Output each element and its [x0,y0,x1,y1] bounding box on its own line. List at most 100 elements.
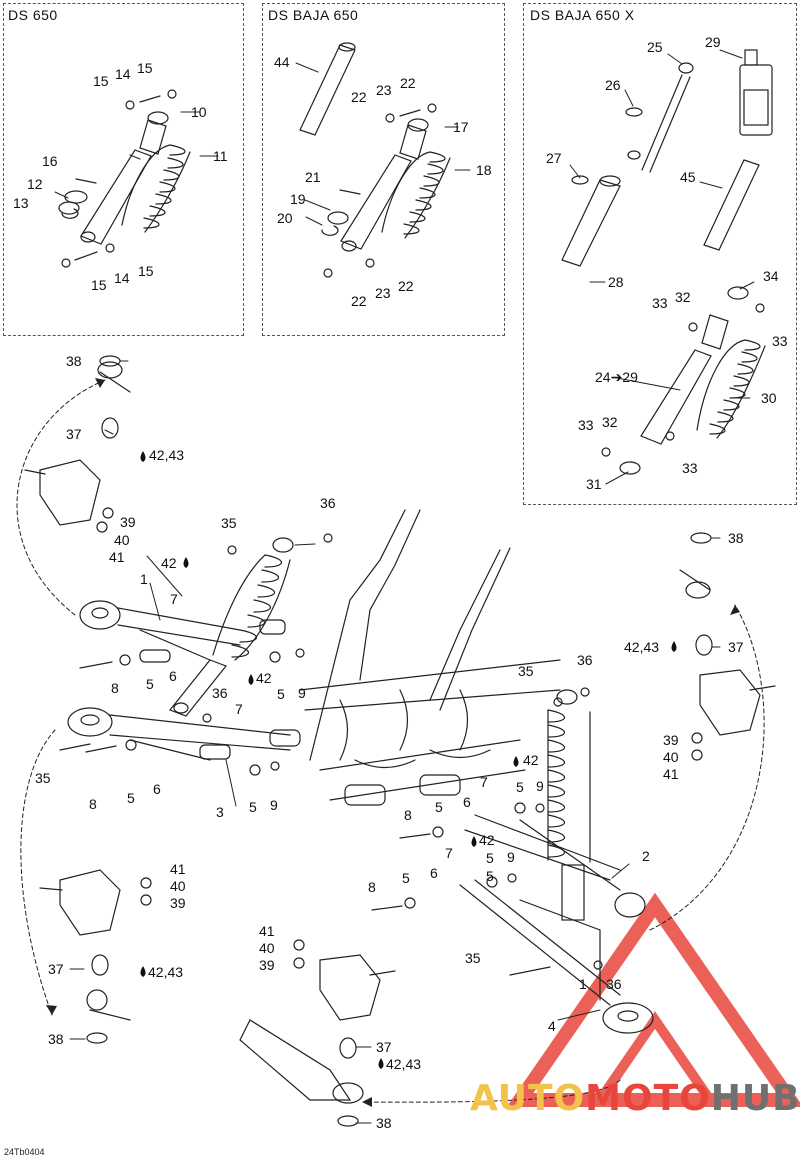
callout-label: 42,43 [386,1056,422,1072]
callout-label: 6 [463,794,471,810]
callout-label: 14 [114,270,130,286]
vehicle-frame [299,509,561,806]
callout-label: 42,43 [149,447,185,463]
callout-label: 28 [608,274,624,290]
bajax-oil-bottle-29 [739,49,773,136]
callout-label: 41 [259,923,275,939]
callout-label: 7 [480,774,488,790]
ds650-bushing-12 [58,201,80,215]
callout-label: 39 [170,895,186,911]
callout-label: 36 [212,685,228,701]
callout-label: 7 [445,845,453,861]
watermark-part2: MOTO [585,1078,711,1119]
callout-label: 7 [170,591,178,607]
callout-label: 41 [170,861,186,877]
panel-title-ds-baja-650-x: DS BAJA 650 X [530,7,635,23]
callout-label: 41 [109,549,125,565]
callout-label: 35 [518,663,534,679]
arrow-heads [46,378,740,1107]
callout-label: 1 [579,976,587,992]
callout-label: 11 [213,148,228,164]
callout-label: 26 [605,77,621,93]
callout-label: 30 [761,390,777,406]
assembly-arrows [16,379,765,1103]
callout-label: 14 [115,66,131,82]
callout-label: 18 [476,162,492,178]
callout-label: 6 [430,865,438,881]
bajax-cover-45 [703,159,760,251]
callout-label: 5 [249,799,257,815]
callout-label: 3 [216,804,224,820]
callout-label: 33 [772,333,788,349]
grease-drop-icons [140,451,677,1069]
callout-label: 42 [161,555,177,571]
watermark-triangle-icon [506,892,800,1107]
callout-label: 8 [111,680,119,696]
callout-label: 39 [259,957,275,973]
callout-label: 36 [320,495,336,511]
callout-label: 19 [290,191,306,207]
callout-label: 21 [305,169,321,185]
baja-shock-cover-44 [299,42,356,136]
callout-label: 6 [169,668,177,684]
callout-label: 13 [13,195,29,211]
callout-label: 5 [127,790,135,806]
callout-label: 33 [652,295,668,311]
callout-label: 6 [153,781,161,797]
callout-label: 33 [682,460,698,476]
callout-label: 37 [48,961,64,977]
callout-label: 38 [66,353,82,369]
callout-label: 41 [663,766,679,782]
fasteners [59,355,712,1127]
panel-ds-baja-650 [262,3,505,336]
callout-label: 15 [137,60,153,76]
callout-label: 5 [146,676,154,692]
bajax-damper-25 [627,62,694,173]
callout-label: 27 [546,150,562,166]
callout-label: 5 [435,799,443,815]
baja-shock-absorber [340,118,429,252]
callout-label: 8 [404,807,412,823]
callout-label: 22 [400,75,416,91]
ds650-nut-15b [167,89,177,99]
front-left-knuckle-top [24,361,131,526]
baja-spring [381,151,451,239]
callout-label: 40 [259,940,275,956]
callout-label: 39 [120,514,136,530]
callout-label: 8 [368,879,376,895]
callout-label: 42 [523,752,539,768]
callout-label: 42,43 [148,964,184,980]
callout-label: 5 [486,850,494,866]
callout-label: 1 [140,571,148,587]
callout-label: 5 [516,779,524,795]
callout-label: 9 [298,685,306,701]
callout-label: 38 [48,1031,64,1047]
callout-label: 9 [536,778,544,794]
watermark-part1: AUTO [470,1078,586,1119]
ds650-nut-15a [125,100,135,110]
callout-label: 38 [728,530,744,546]
bajax-ring-34 [727,286,749,300]
callout-label: 9 [270,797,278,813]
callout-label: 22 [398,278,414,294]
front-left-lower-a-arm [67,707,301,761]
front-right-knuckle-top [679,569,776,736]
callout-label: 22 [351,89,367,105]
callout-label: 8 [89,796,97,812]
callout-label: 23 [376,82,392,98]
watermark-logo: AUTOMOTOHUB [470,1078,800,1119]
drawing-code: 24Tb0404 [4,1147,45,1157]
callout-label: 15 [93,73,109,89]
ds650-clip-13 [61,208,79,219]
callout-label: 5 [486,868,494,884]
panel-ds-baja-650-x [523,3,797,505]
callout-label: 37 [376,1039,392,1055]
front-right-upper-a-arm [464,814,646,918]
callout-label: 40 [663,749,679,765]
callout-label: 16 [42,153,58,169]
front-right-shock [547,689,591,921]
leader-lines [54,49,755,1124]
front-right-knuckle-bottom [239,954,396,1104]
panel-title-ds-baja-650: DS BAJA 650 [268,7,359,23]
ds650-shock-absorber [80,111,169,245]
